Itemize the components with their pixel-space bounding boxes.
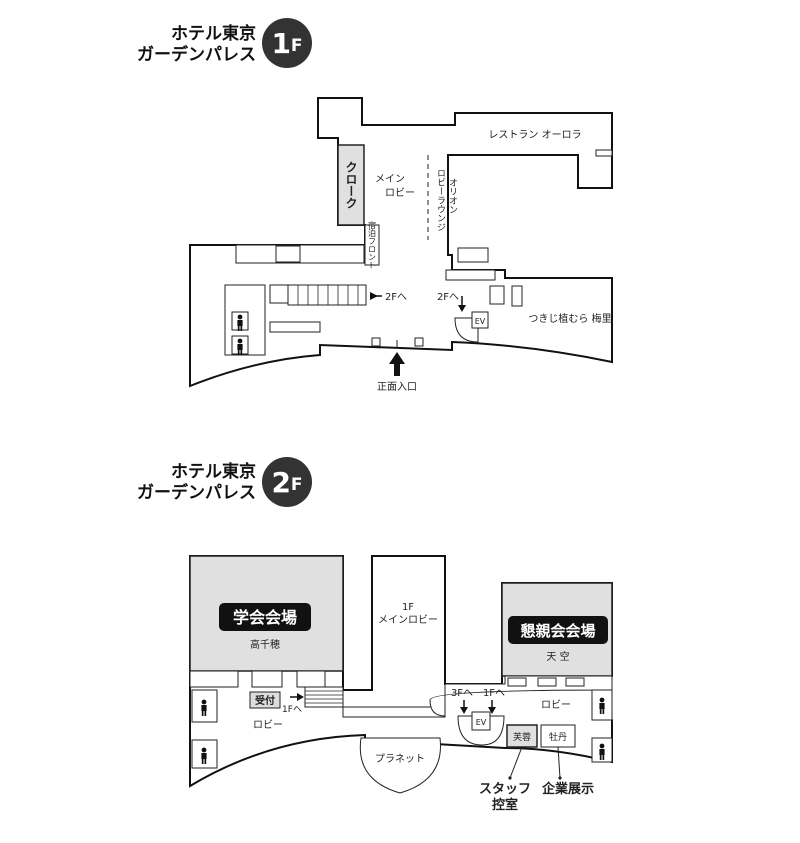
front-desk-label: 宿泊フロント [368,220,377,269]
floor2-title: ホテル東京 ガーデンパレス [110,462,256,504]
floor1-escalator [287,284,367,306]
floor2-door-4 [507,677,527,687]
tsugiki-label: つきじ植むら 梅里 [528,312,611,325]
floor1-badge-number: 1 [271,26,291,60]
cloak-label: クローク [344,161,358,209]
lobby-left-label: ロビー [253,719,283,731]
floor2-badge-number: 2 [271,465,291,499]
lobby-lounge-label-1: ロビーラウンジ [435,169,446,232]
staff-label-2: 控室 [492,797,518,813]
floor1-title: ホテル東京 ガーデンパレス [110,24,256,66]
floor2-title-line2: ガーデンパレス [137,483,256,503]
floor2-badge-floor: F [290,475,303,495]
floor2-escalator [304,686,344,708]
floor2-title-line1: ホテル東京 [171,462,256,482]
fuyo-label: 芙蓉 [513,731,531,743]
lobby-right-label: ロビー [541,699,571,711]
floor2-door-6 [565,677,585,687]
escalator-steps [297,285,359,305]
tenku-label: 天 空 [546,650,569,663]
entrance-arrow-icon [389,352,405,376]
cloak-room [337,144,365,226]
floor1-map: クローク 宿泊フロント メイン ロビー ロビーラウンジ オリオン レストラン オ… [189,97,613,393]
floor2-corridor-rail [342,706,446,718]
botan-label: 牡丹 [549,731,567,743]
front-desk [364,224,380,266]
restaurant-detail [595,149,613,157]
floor2-door-1 [189,670,239,688]
exhibit-label: 企業展示 [541,781,594,797]
floor1-elevator [471,311,489,329]
to-1f-left-label: 1Fへ [282,705,302,715]
floor1-badge: 1 F [262,18,312,68]
floor1-title-line2: ガーデンパレス [137,45,256,65]
entrance-label: 正面入口 [377,382,417,393]
gakkai-hall-badge [219,603,311,631]
floor2-door-2 [251,670,283,688]
floor1-bench [269,321,321,333]
floor1-title-line1: ホテル東京 [171,24,256,44]
reception-desk [249,691,281,709]
floor1-column-right [489,285,505,305]
floor2-map: 学会会場 高千穂 受付 1Fへ ロビー 1F メインロビー プラネ [189,555,613,813]
floor1-stair-small [275,245,301,263]
floor1-column-right-2 [511,285,523,307]
floor1-lounge-detail [457,247,489,263]
restaurant-label: レストラン オーロラ [488,129,581,141]
takachiho-label: 高千穂 [250,638,280,651]
floor1-ev-label: EV [475,317,486,326]
main-lobby-label-2: ロビー [385,187,415,199]
floor2-escalator-steps [305,690,343,704]
floor2-door-3 [296,670,326,688]
floor1-outline [189,97,613,388]
floor1-column [269,284,289,304]
main-lobby-2f-label-2: メインロビー [378,614,438,626]
to-1f-right-label: 1Fへ [483,688,505,699]
entrance-pillar-right [414,337,424,347]
main-lobby-2f-label-1: 1F [402,602,414,613]
entrance-pillar-left [371,337,381,347]
konshin-hall-badge [508,616,608,644]
floor2-door-5 [537,677,557,687]
to-2f-left-label: 2Fへ [385,292,407,303]
planet-room [359,737,441,794]
to-3f-label: 3Fへ [451,688,473,699]
gakkai-hall-label: 学会会場 [233,608,297,627]
floor1-badge-floor: F [290,36,303,56]
floor2-elevator [471,711,491,731]
lobby-lounge-label-2: オリオン [447,178,458,214]
staff-label-1: スタッフ [479,782,531,797]
main-lobby-label-1: メイン [375,174,405,185]
to-2f-right-label: 2Fへ [437,292,459,303]
konshin-hall-label: 懇親会会場 [520,622,595,640]
floor2-ev-label: EV [476,718,487,727]
uketsuke-label: 受付 [255,694,275,707]
floor2-badge: 2 F [262,457,312,507]
planet-label: プラネット [375,753,425,765]
